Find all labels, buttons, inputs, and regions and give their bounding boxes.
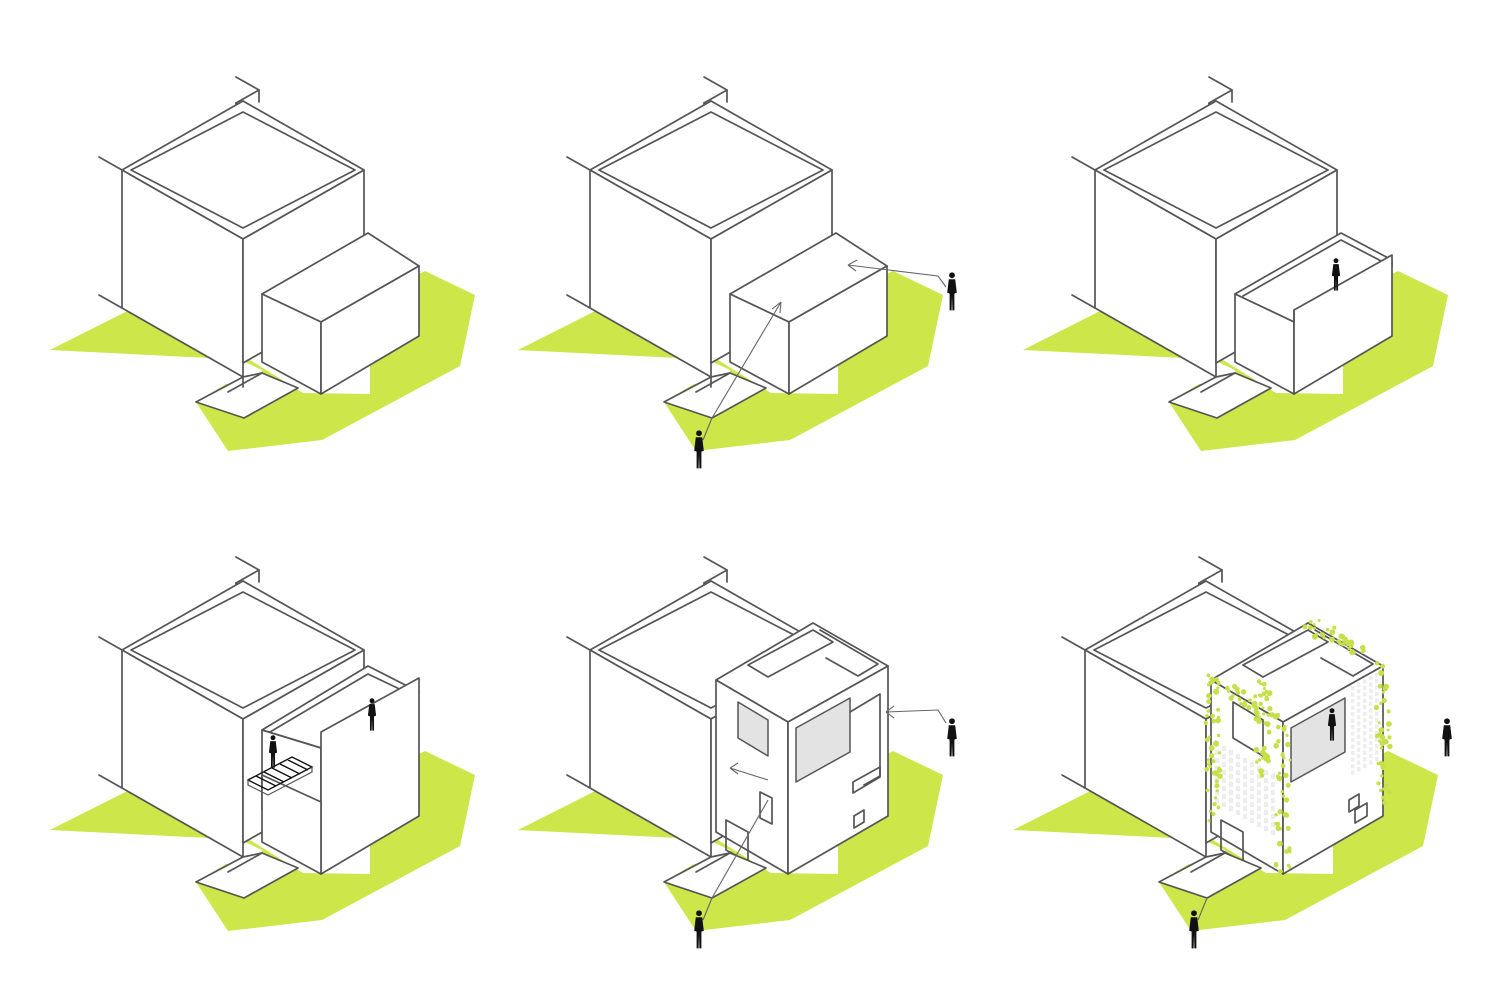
panel-step-5 <box>518 556 957 949</box>
panel-step-6 <box>1013 556 1452 949</box>
perforated-screen <box>1215 672 1379 835</box>
climbing-vines <box>1203 619 1393 875</box>
panel-step-2 <box>518 76 957 469</box>
person-icon <box>947 718 957 757</box>
panel-step-3 <box>1023 76 1448 451</box>
person-icon <box>1442 718 1452 757</box>
circulation-arrow <box>847 264 947 288</box>
panel-step-1 <box>50 76 475 451</box>
circulation-arrow <box>702 799 769 921</box>
circulation-arrow <box>702 301 782 441</box>
circulation-arrow <box>885 709 947 724</box>
person-icon <box>947 272 957 311</box>
panel-step-4 <box>50 556 475 931</box>
